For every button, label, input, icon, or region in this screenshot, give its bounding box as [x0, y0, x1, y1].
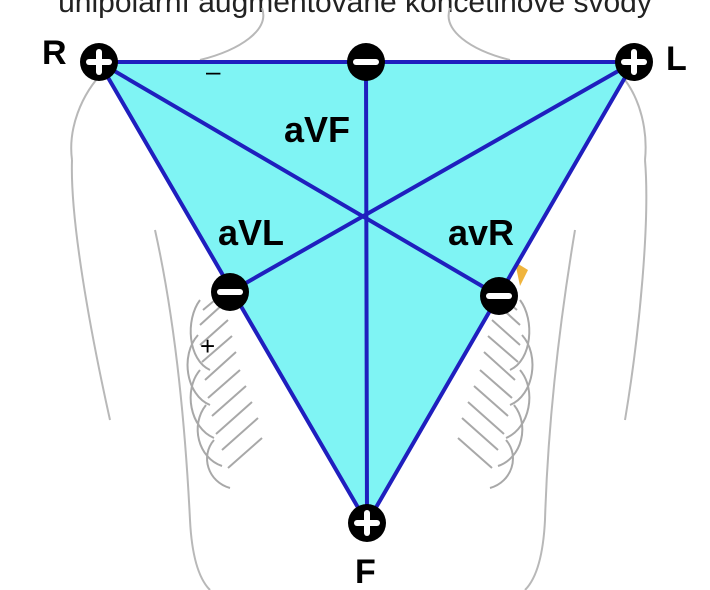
electrode-f	[348, 504, 386, 542]
electrode-avl-negative	[211, 273, 249, 311]
lead-label-avr: avR	[448, 212, 514, 253]
torso-right-outline	[525, 230, 575, 590]
rib-cage-left	[188, 300, 262, 488]
arm-right-outline	[625, 160, 646, 420]
avf-axis	[366, 62, 367, 523]
corner-label-l: L	[666, 40, 687, 78]
stray-minus-mark: –	[206, 56, 221, 86]
electrode-avr-negative	[480, 277, 518, 315]
shoulder-right-outline	[625, 80, 646, 160]
lead-label-avf: aVF	[284, 109, 350, 150]
stray-plus-mark: +	[200, 331, 215, 361]
neck-left-outline	[200, 8, 263, 60]
corner-label-r: R	[42, 34, 67, 72]
corner-label-f: F	[355, 553, 376, 590]
electrode-avf-negative	[347, 43, 385, 81]
lead-label-avl: aVL	[218, 212, 284, 253]
electrode-r	[80, 43, 118, 81]
neck-right-outline	[449, 8, 510, 60]
arm-left-outline	[72, 160, 110, 420]
shoulder-left-outline	[71, 70, 105, 160]
electrode-l	[615, 43, 653, 81]
